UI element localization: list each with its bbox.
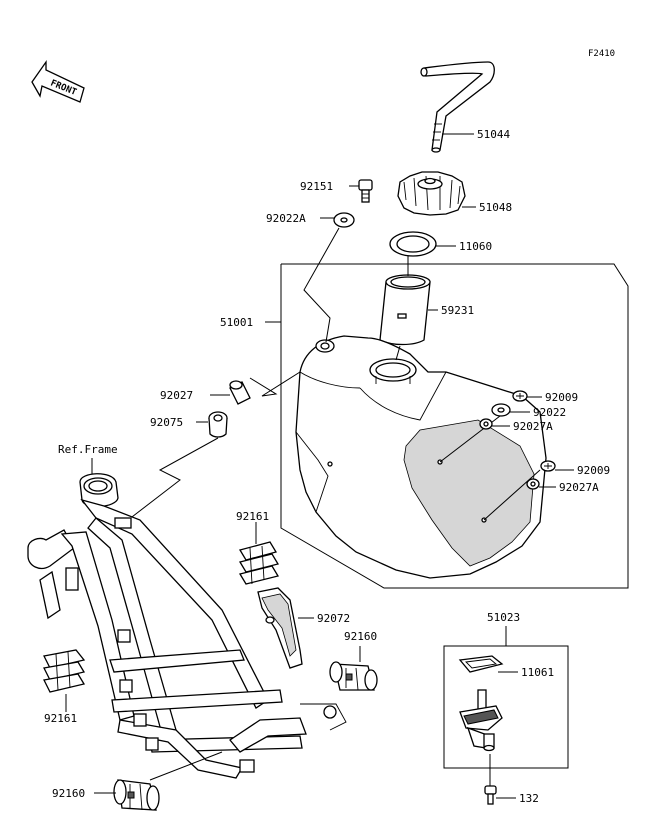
label-92160-left: 92160 [52, 787, 85, 800]
figure-code: F2410 [588, 49, 615, 59]
label-51044: 51044 [477, 128, 510, 141]
label-51048: 51048 [479, 201, 512, 214]
collar-92027 [229, 380, 251, 405]
grommet-92075 [208, 411, 228, 438]
rubber-92161-upper [238, 541, 280, 585]
label-92027a-upper: 92027A [513, 420, 553, 433]
ref-frame-label: Ref.Frame [58, 443, 118, 456]
gasket-11060 [389, 231, 437, 257]
label-92027a-lower: 92027A [559, 481, 599, 494]
fuel-cap [397, 171, 466, 216]
label-51001: 51001 [220, 316, 253, 329]
label-92022a: 92022A [266, 212, 306, 225]
label-11061: 11061 [521, 666, 554, 679]
label-92022: 92022 [533, 406, 566, 419]
frame-ref [27, 473, 347, 779]
tank-group-bracket [280, 263, 629, 589]
label-132: 132 [519, 792, 539, 805]
cushion-92160-right [329, 661, 378, 691]
collar-92027a-upper [479, 418, 493, 430]
screw-132 [484, 785, 497, 805]
label-92151: 92151 [300, 180, 333, 193]
label-92009-lower: 92009 [577, 464, 610, 477]
gasket-11061 [458, 655, 504, 673]
rubber-92161-lower [43, 649, 86, 693]
breather-hose [420, 61, 495, 153]
fuel-filter-59231 [379, 274, 431, 346]
label-92160-right: 92160 [344, 630, 377, 643]
bolt-92009-upper [512, 390, 528, 402]
front-arrow-icon: FRONT [31, 59, 85, 103]
strap-92072 [257, 587, 303, 669]
label-92161-upper: 92161 [236, 510, 269, 523]
label-59231: 59231 [441, 304, 474, 317]
washer-92022a [333, 212, 355, 228]
cushion-92160-left [113, 779, 160, 811]
collar-92027a-lower [526, 478, 540, 490]
label-92161-lower: 92161 [44, 712, 77, 725]
fuel-cock-group-box [443, 645, 569, 769]
label-51023: 51023 [487, 611, 520, 624]
label-92075: 92075 [150, 416, 183, 429]
washer-92022 [491, 403, 511, 417]
label-92072: 92072 [317, 612, 350, 625]
bolt-92009-lower [540, 460, 556, 472]
fuel-cock [459, 689, 503, 752]
label-92027: 92027 [160, 389, 193, 402]
label-92009-upper: 92009 [545, 391, 578, 404]
bolt-92151 [358, 179, 373, 203]
fuel-tank [295, 335, 547, 579]
label-11060: 11060 [459, 240, 492, 253]
